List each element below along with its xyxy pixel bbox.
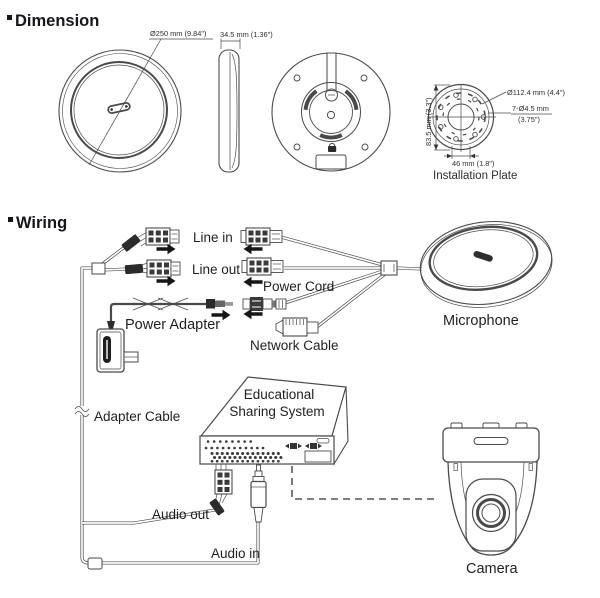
harness-dc-jack: [242, 297, 287, 311]
bayonet-tab: [344, 89, 359, 111]
installation-plate-caption: Installation Plate: [433, 170, 517, 182]
plate-hole: [453, 136, 459, 142]
connect-left-arrow: [243, 276, 263, 288]
microphone-drawing: [419, 220, 553, 308]
plate-holes-label-line2: (3.75"): [518, 115, 540, 124]
adapter-cable-run: Adapter Cable: [74, 266, 180, 565]
plate-hole: [437, 104, 444, 110]
front-pill-button: [316, 438, 330, 444]
plate-height-label: 83.5 mm (3.3"): [424, 97, 433, 146]
screw-hole: [293, 74, 301, 82]
harness-junction: [380, 260, 398, 276]
mount-stem: [326, 52, 337, 94]
wiring-section: Wiring Adapter Cable Line: [8, 214, 553, 577]
plate-hole: [437, 124, 444, 130]
audio-out-label: Audio out: [152, 507, 209, 522]
sharing-system-label-line1: Educational: [244, 387, 315, 402]
cable-corner-connector: [87, 557, 103, 570]
line-in-branch: Line in: [100, 227, 233, 267]
plate-holes-label-line1: 7-Ø4.5 mm: [512, 104, 549, 113]
audio-in-label: Audio in: [211, 546, 260, 561]
camera-lens-module: [465, 478, 517, 552]
lock-icon: [328, 142, 337, 152]
adapter-cable-label: Adapter Cable: [94, 409, 180, 424]
power-cord-label: Power Cord: [263, 279, 334, 294]
section-bullet: [8, 217, 13, 222]
audio-out-terminal-block: [214, 469, 233, 495]
mic-bottom-view-drawing: [271, 52, 391, 172]
audio-out-assembly: Audio out: [82, 464, 233, 525]
screw-hole: [360, 74, 368, 82]
microphone-label: Microphone: [443, 313, 519, 329]
cable-junction: [91, 262, 106, 275]
audio-in-assembly: Audio in: [87, 464, 267, 570]
power-adapter-label: Power Adapter: [125, 317, 220, 333]
sharing-system-box: Educational Sharing System: [199, 376, 349, 466]
plate-hole: [480, 114, 487, 120]
screw-hole: [293, 143, 301, 151]
audio-in-jack: [250, 464, 267, 523]
dimension-section: Dimension Ø250 mm (9.84") 34.5 mm (1.36"…: [7, 12, 565, 182]
camera-yoke: [447, 461, 538, 556]
wiring-heading: Wiring: [16, 214, 67, 232]
dimension-heading: Dimension: [15, 12, 99, 30]
front-port-icons: [285, 443, 322, 449]
sharing-system-label-line2: Sharing System: [229, 404, 324, 419]
mic-top-view-drawing: Ø250 mm (9.84"): [58, 29, 213, 173]
front-port-slot: [304, 450, 332, 463]
line-out-branch: Line out: [102, 259, 240, 287]
microphone-harness: Power Cord Networ: [240, 227, 423, 353]
camera-label: Camera: [466, 561, 519, 577]
line-in-label: Line in: [193, 230, 233, 245]
side-view-thickness-label: 34.5 mm (1.36"): [220, 30, 273, 39]
bayonet-tab: [303, 89, 318, 111]
plate-outer-diameter-label: Ø112.4 mm (4.4"): [507, 88, 565, 97]
bayonet-tab: [319, 133, 343, 140]
line-out-terminal-block: [146, 259, 181, 278]
top-view-diameter-label: Ø250 mm (9.84"): [150, 29, 206, 38]
cable-twist: [132, 297, 189, 311]
section-bullet: [7, 15, 12, 20]
camera-lens: [471, 493, 511, 533]
plate-hole: [472, 131, 478, 138]
screw-hole: [361, 143, 369, 151]
harness-rj45-plug: [275, 317, 319, 337]
line-in-terminal-block: [145, 227, 180, 246]
power-adapter: Power Adapter: [96, 297, 233, 373]
plate-hole: [472, 96, 478, 103]
plate-hole-spacing-label: 46 mm (1.8"): [452, 159, 494, 168]
diameter-leader-line: [88, 38, 162, 166]
network-cable-label: Network Cable: [250, 338, 339, 353]
harness-line-in-plug: [240, 227, 283, 246]
line-out-label: Line out: [192, 262, 240, 277]
installation-plate-drawing: Ø112.4 mm (4.4") 7-Ø4.5 mm (3.75") 83.5 …: [424, 83, 565, 182]
cable-slot: [315, 154, 347, 170]
mic-side-view-drawing: 34.5 mm (1.36"): [218, 30, 273, 173]
camera-head-slot: [473, 437, 509, 445]
plate-hole: [453, 92, 459, 98]
camera-drawing: Camera: [442, 422, 540, 577]
harness-line-out-plug: [241, 257, 284, 276]
camera-dashed-link: [291, 466, 437, 500]
